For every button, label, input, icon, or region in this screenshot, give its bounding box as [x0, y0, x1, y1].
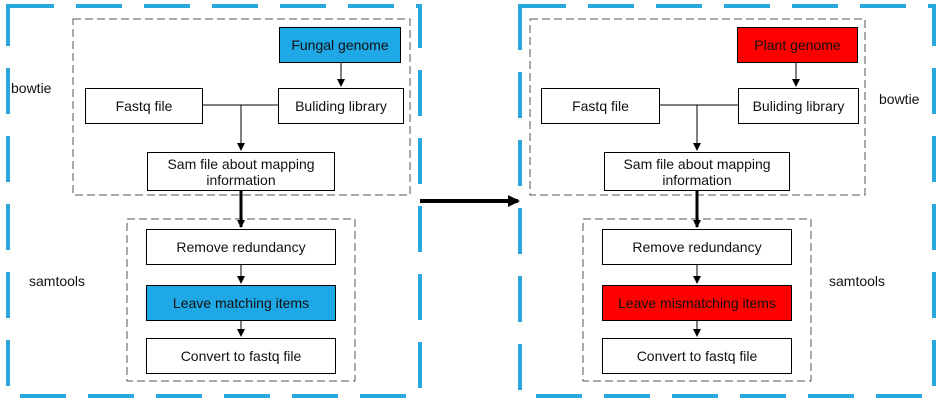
left-bowtie-group: [72, 18, 411, 196]
right-sam-node: Sam file about mapping information: [604, 152, 790, 191]
right-convert-node: Convert to fastq file: [602, 338, 792, 374]
left-fastq-node: Fastq file: [85, 88, 203, 124]
right-fastq-node: Fastq file: [541, 88, 660, 124]
right-samtools-label: samtools: [829, 273, 886, 289]
left-convert-node: Convert to fastq file: [146, 338, 336, 374]
left-bowtie-label: bowtie: [11, 80, 52, 96]
right-panel-border: [518, 4, 936, 398]
right-bowtie-label: bowtie: [879, 91, 920, 107]
left-leave-node: Leave matching items: [146, 285, 336, 321]
left-samtools-label: samtools: [29, 273, 86, 289]
left-sam-node: Sam file about mapping information: [147, 152, 335, 191]
left-library-node: Buliding library: [278, 88, 404, 124]
left-genome-node: Fungal genome: [279, 27, 401, 63]
right-genome-node: Plant genome: [737, 27, 858, 63]
left-panel-border: [6, 4, 422, 398]
left-remove-node: Remove redundancy: [146, 229, 336, 265]
right-remove-node: Remove redundancy: [602, 229, 792, 265]
right-library-node: Buliding library: [738, 88, 859, 124]
right-leave-node: Leave mismatching items: [602, 285, 792, 321]
